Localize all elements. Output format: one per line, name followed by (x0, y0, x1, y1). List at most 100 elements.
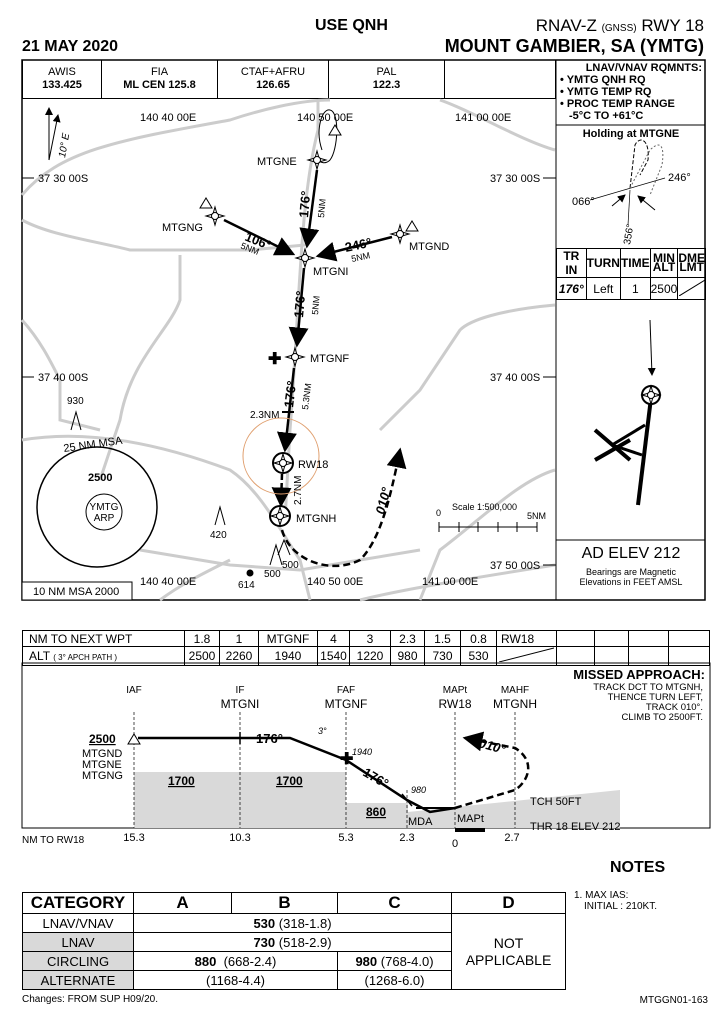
lat-label: 37 30 00S (38, 173, 88, 185)
cell: 2.3 (390, 630, 425, 647)
missed-line: THENCE TURN LEFT, (608, 692, 703, 703)
missed-line: TRACK DCT TO MTGNH, (593, 682, 703, 693)
cell: 1220 (349, 646, 391, 666)
missed-track: 010° (477, 735, 508, 757)
leg-distance: 5NM (310, 295, 322, 315)
approach-tracks (223, 109, 407, 568)
faf-cross-icon: ✚ (268, 351, 281, 368)
fix-distance: 2.3NM (250, 410, 279, 421)
waypoint-icon-mtgni (295, 248, 315, 268)
profile-track: 176° (256, 731, 283, 746)
obstacle-elev: 500 (264, 569, 281, 580)
fix-role: IF (236, 685, 245, 696)
msa-center: YMTG (90, 502, 119, 513)
waypoint-label: MTGNE (257, 156, 297, 168)
missed-track: 010° (372, 485, 394, 516)
hdr-turn: TURN (585, 248, 621, 278)
temp-range: -5°C TO +61°C (569, 110, 644, 122)
iaf-triangle-icon (127, 733, 141, 745)
hdr-min-alt: MIN ALT (649, 248, 679, 278)
obstacle-elev: 930 (67, 396, 84, 407)
north-arrow-icon: 10° E (45, 107, 72, 161)
circling-ab-minima: 880 (668-2.4) (133, 951, 338, 971)
faf-altitude: 1940 (352, 747, 372, 757)
row-label: ALT ( 3° APCH PATH ) (22, 646, 185, 666)
cell: 2260 (219, 646, 259, 666)
use-qnh: USE QNH (315, 17, 388, 34)
lat-label: 37 40 00S (490, 372, 540, 384)
faf-cross-icon: ✚ (340, 751, 353, 768)
hdr-dme-lmt: DME LMT (677, 248, 706, 278)
profile-terrain (134, 772, 620, 828)
notes-list: 1. MAX IAS: INITIAL : 210KT. (574, 890, 657, 912)
minima-table: CATEGORY A B C D LNAV/VNAV 530 (318-1.8)… (22, 892, 566, 990)
leg-distance: 5NM (316, 198, 328, 218)
cell: 530 (460, 646, 497, 666)
ad-elev: AD ELEV 212 (581, 545, 681, 562)
leg-distance: 5NM (350, 250, 371, 264)
requirement-item: • PROC TEMP RANGE (560, 98, 675, 110)
hdr-cat-b: B (231, 892, 338, 914)
scale-end: 5NM (527, 511, 546, 521)
distance: 10.3 (229, 832, 250, 844)
row-lnav: LNAV (22, 932, 134, 952)
fix-role: MAPt (443, 685, 468, 696)
circling-area (242, 417, 320, 495)
obstacle-elev: 614 (238, 580, 255, 591)
alternate-ab: (1168-4.4) (133, 970, 338, 990)
fix-name: MTGNF (325, 697, 368, 711)
scale-zero: 0 (436, 508, 441, 518)
dist-label: NM TO RW18 (22, 835, 85, 846)
msa-altitude: 2500 (88, 472, 112, 484)
cell: 0.8 (460, 630, 497, 647)
hdr-cat-d: D (451, 892, 566, 914)
note-item: INITIAL : 210KT. (584, 901, 657, 912)
procedure-name: RNAV-Z (535, 16, 597, 35)
row-alternate: ALTERNATE (22, 970, 134, 990)
gnss-label: (GNSS) (601, 23, 637, 34)
msa-center-arp: ARP (94, 513, 115, 524)
runway-label: RWY 18 (641, 16, 704, 35)
missed-line: TRACK 010°. (646, 702, 703, 713)
cell: 2500 (184, 646, 220, 666)
procedure-title: RNAV-Z (GNSS) RWY 18 (536, 16, 704, 36)
row-circling: CIRCLING (22, 951, 134, 971)
cell: 4 (317, 630, 350, 647)
ten-nm-msa: 10 NM MSA 2000 (33, 586, 119, 598)
lon-label: 141 00 00E (422, 576, 478, 588)
mapt-label: MAPt (457, 813, 484, 825)
holding-bearing: 246° (668, 172, 691, 184)
chart-date: 21 MAY 2020 (22, 38, 119, 55)
holding-table: TR IN TURN TIME MIN ALT DME LMT 176° Lef… (556, 248, 706, 300)
waypoint-label: MTGNI (313, 266, 348, 278)
iaf-name: MTGND (82, 748, 122, 760)
cell: 1 (219, 630, 259, 647)
cell: 1.5 (424, 630, 461, 647)
note-item: 1. MAX IAS: (574, 890, 629, 901)
waypoint-icon-mtgnd (390, 224, 410, 244)
tch-label: TCH 50FT (530, 796, 582, 808)
changes-note: Changes: FROM SUP H09/20. (22, 994, 158, 1005)
lon-label: 140 40 00E (140, 576, 196, 588)
missed-title: MISSED APPROACH: (573, 667, 705, 682)
holding-diagram (589, 139, 666, 226)
scale-bar: Scale 1:500,000 0 5NM (436, 502, 546, 532)
cell: 1940 (258, 646, 318, 666)
fix-name: MTGNI (221, 697, 260, 711)
distance: 0 (452, 838, 458, 850)
lon-label: 140 50 00E (307, 576, 363, 588)
lat-label: 37 30 00S (490, 173, 540, 185)
cell: 730 (424, 646, 461, 666)
msa-block: 1700 (276, 774, 303, 788)
hdr-category: CATEGORY (22, 892, 134, 914)
lon-label: 141 00 00E (455, 112, 511, 124)
glide-angle: 3° (318, 726, 327, 736)
iaf-triangle-icons (199, 124, 419, 232)
threshold-label: THR 18 ELEV 212 (530, 821, 621, 833)
hold-turn: Left (585, 277, 621, 300)
